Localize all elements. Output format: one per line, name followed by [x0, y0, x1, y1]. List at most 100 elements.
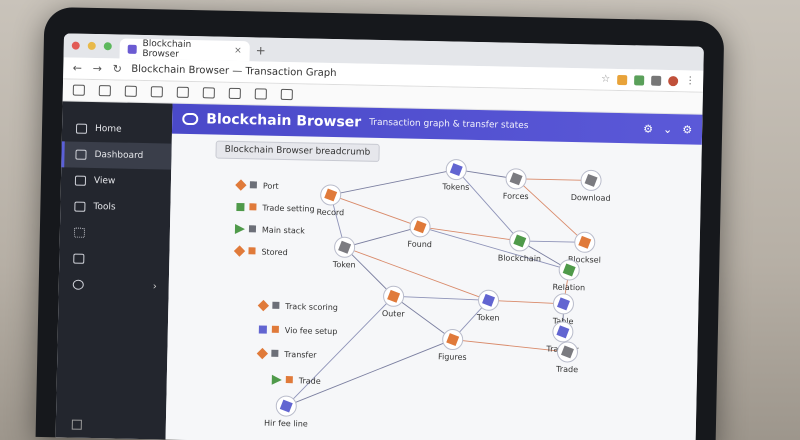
graph-edge [344, 246, 394, 297]
sidebar-item-settings[interactable]: › [58, 271, 169, 299]
bookmark-icon[interactable] [150, 86, 163, 98]
node-label: Found [407, 240, 432, 250]
graph-edge [344, 246, 489, 301]
bookmark-icon[interactable] [254, 88, 267, 100]
gear-icon[interactable]: ⚙ [682, 122, 693, 137]
gear-icon[interactable]: ⚙ [643, 121, 654, 136]
forward-icon[interactable]: → [92, 61, 103, 76]
legend-marker [258, 325, 267, 334]
node-label: Forces [503, 192, 529, 202]
reload-icon[interactable]: ↻ [112, 62, 123, 76]
legend-marker [235, 179, 247, 191]
bookmark-icon[interactable] [202, 87, 215, 99]
bookmark-icon[interactable] [228, 87, 241, 100]
extension-icon[interactable] [634, 74, 645, 85]
new-tab-button[interactable]: + [255, 43, 266, 58]
extension-icon[interactable] [651, 75, 662, 86]
close-tab-icon[interactable]: × [234, 45, 242, 57]
dashboard-icon [75, 149, 87, 160]
legend-item[interactable]: Main stack [234, 223, 305, 235]
node-label: Outer [382, 309, 406, 318]
node-label: Blocksel [568, 255, 601, 265]
graph-node[interactable]: Record [316, 184, 344, 218]
close-window-icon[interactable] [71, 41, 80, 50]
tablet-device: Blockchain Browser × + ← → ↻ Blockchain … [35, 6, 725, 440]
tools-icon [74, 201, 86, 212]
sidebar-item-list[interactable] [60, 219, 171, 247]
graph-node[interactable]: Token [332, 236, 356, 269]
graph-node[interactable]: Token [476, 289, 500, 323]
node-marker [578, 235, 592, 249]
node-label: Record [316, 208, 344, 218]
graph-edge [419, 226, 520, 242]
graph-edge [344, 226, 421, 248]
star-icon[interactable]: ☆ [601, 73, 611, 85]
wallet-icon [75, 123, 88, 134]
graph-node[interactable]: Blocksel [568, 231, 602, 265]
sidebar-item-view[interactable]: View [61, 167, 172, 195]
graph-node[interactable]: Blockchain [498, 230, 542, 263]
browser-tab[interactable]: Blockchain Browser × [119, 38, 250, 62]
node-marker [482, 293, 496, 307]
bookmark-icon[interactable] [98, 85, 111, 97]
graph-edge [488, 299, 564, 305]
node-label: Download [571, 193, 611, 203]
more-menu-icon[interactable]: ⋮ [685, 75, 696, 87]
calendar-icon[interactable] [71, 419, 82, 430]
graph-edge [519, 240, 585, 243]
graph-edge [515, 178, 586, 243]
graph-node[interactable]: Table [552, 293, 574, 326]
bookmark-folder-icon[interactable] [72, 84, 85, 96]
extensions: ☆ ⋮ [601, 74, 695, 87]
node-label: Token [476, 313, 500, 322]
graph-node[interactable]: Relation [552, 259, 585, 293]
graph-edge [393, 295, 453, 340]
sidebar-item-dashboard[interactable]: Dashboard [61, 141, 172, 170]
sidebar-item-tools[interactable]: Tools [60, 193, 171, 221]
node-label: Table [552, 317, 574, 326]
maximize-window-icon[interactable] [103, 42, 112, 51]
legend-item[interactable]: Trade setting [236, 202, 315, 214]
extension-icon[interactable] [617, 74, 628, 85]
chevron-down-icon[interactable]: ⌄ [662, 122, 673, 136]
app-body: Home Dashboard View Tools [55, 101, 703, 440]
profile-avatar[interactable] [668, 75, 679, 86]
page-title: Blockchain Browser [206, 111, 362, 131]
node-marker [338, 240, 352, 254]
sidebar-item-wallet[interactable] [59, 245, 170, 273]
legend-marker [236, 202, 245, 212]
legend-marker [248, 225, 257, 233]
sidebar: Home Dashboard View Tools [55, 101, 173, 440]
node-label: Trade [555, 365, 578, 374]
graph-node[interactable]: Found [407, 216, 432, 250]
graph-edge [393, 295, 489, 301]
graph-node[interactable]: Tokens [441, 159, 470, 192]
bookmark-icon[interactable] [280, 88, 293, 101]
legend-marker [234, 223, 245, 234]
legend-marker [249, 203, 257, 211]
graph-node[interactable]: Figures [438, 329, 467, 362]
legend-item[interactable]: Port [235, 179, 279, 191]
node-marker [509, 172, 523, 186]
legend-item[interactable]: Track scoring [257, 299, 338, 313]
legend-label: Trade setting [261, 204, 314, 214]
graph-node[interactable]: Download [571, 169, 611, 203]
graph-node[interactable]: Forces [503, 168, 529, 202]
legend-item[interactable]: Trade [271, 374, 321, 386]
graph-node[interactable]: Trade [555, 341, 579, 374]
bookmark-icon[interactable] [124, 85, 137, 97]
back-icon[interactable]: ← [72, 61, 83, 75]
legend-item[interactable]: Stored [233, 245, 288, 257]
bookmark-icon[interactable] [176, 86, 189, 98]
minimize-window-icon[interactable] [87, 41, 96, 51]
sidebar-item-label: Tools [93, 201, 116, 213]
legend-label: Port [263, 182, 279, 191]
sidebar-item-home[interactable]: Home [62, 115, 173, 143]
sidebar-item-label: Dashboard [94, 150, 144, 162]
legend-marker [248, 247, 256, 255]
graph-node[interactable]: Hir fee line [264, 395, 308, 429]
graph-node[interactable]: Outer [382, 285, 406, 319]
legend-item[interactable]: Transfer [256, 347, 318, 361]
legend-item[interactable]: Vio fee setup [258, 325, 338, 336]
